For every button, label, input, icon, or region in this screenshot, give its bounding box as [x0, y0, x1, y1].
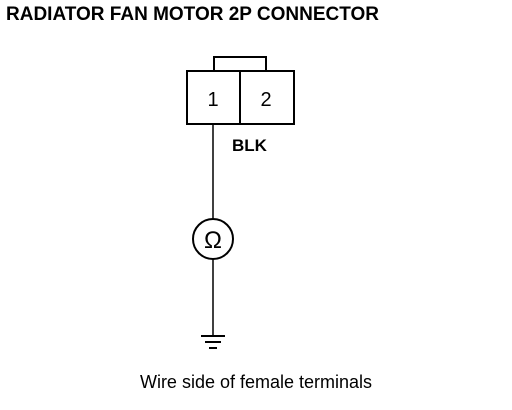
diagram-caption: Wire side of female terminals [139, 372, 373, 392]
diagram-title: RADIATOR FAN MOTOR 2P CONNECTOR [6, 4, 379, 25]
ground-icon [201, 335, 225, 349]
pin-2-label: 2 [260, 89, 271, 111]
wire-color-label: BLK [232, 136, 267, 155]
connector-lock-tab [213, 56, 267, 72]
pin-1-label: 1 [207, 89, 218, 111]
ohmmeter-symbol: Ω [204, 227, 222, 254]
ohmmeter-icon: Ω [192, 218, 234, 260]
